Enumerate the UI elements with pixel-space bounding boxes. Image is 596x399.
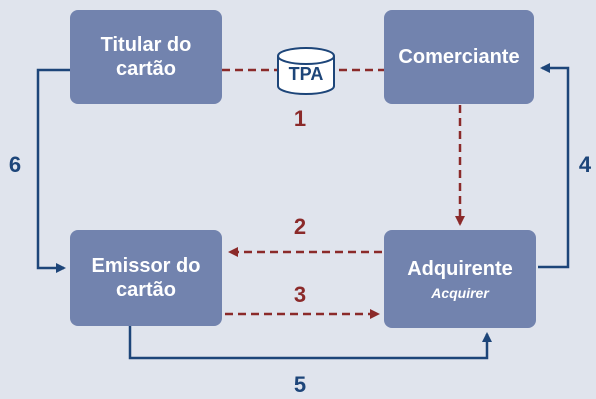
acquirer-node: Adquirente Acquirer <box>384 230 536 328</box>
arrow-step-5 <box>128 326 492 360</box>
merchant-node: Comerciante <box>384 10 534 104</box>
step-2-label: 2 <box>293 214 307 239</box>
step-3-label: 3 <box>293 282 307 307</box>
step-6-label: 6 <box>8 152 22 177</box>
arrow-step-6 <box>36 68 70 273</box>
tpa-label: TPA <box>288 64 324 84</box>
arrow-step-4 <box>538 63 570 269</box>
cardholder-label-line1: Titular do <box>100 34 192 56</box>
issuer-label-line2: cartão <box>115 279 177 301</box>
merchant-label: Comerciante <box>398 46 520 68</box>
step-1-label: 1 <box>293 106 307 131</box>
cardholder-node: Titular do cartão <box>70 10 222 104</box>
acquirer-label: Adquirente <box>407 257 513 280</box>
issuer-label-line1: Emissor do <box>91 255 201 277</box>
step-5-label: 5 <box>293 372 307 397</box>
tpa-terminal-icon <box>277 47 335 95</box>
issuer-node: Emissor do cartão <box>70 230 222 326</box>
acquirer-sublabel: Acquirer <box>431 284 489 301</box>
step-4-label: 4 <box>578 152 592 177</box>
cardholder-label-line2: cartão <box>115 58 177 80</box>
